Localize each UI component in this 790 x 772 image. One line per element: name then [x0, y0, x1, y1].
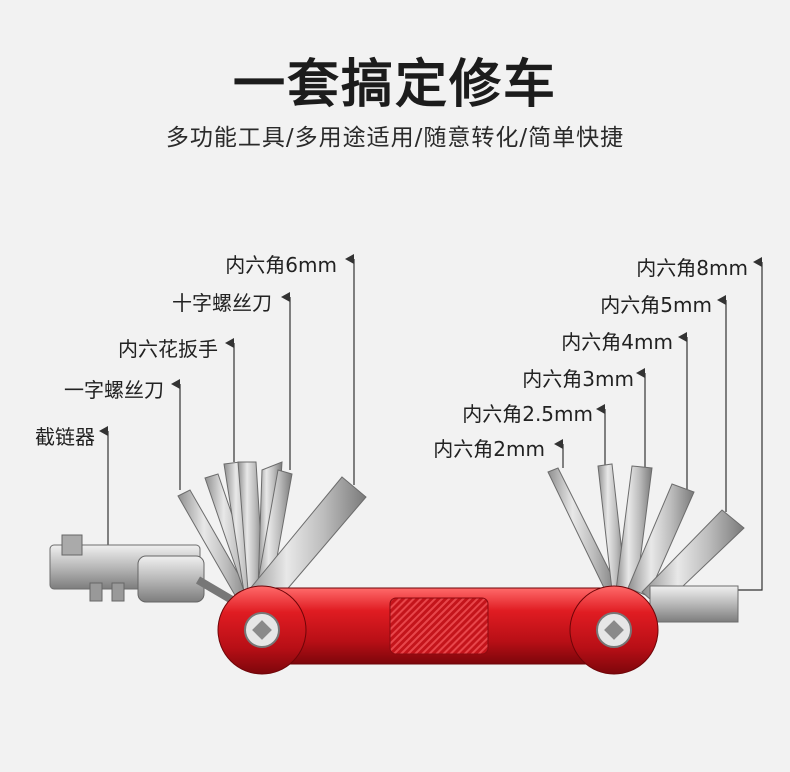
page-title: 一套搞定修车	[232, 55, 557, 115]
label-hex-6mm: 内六角6mm	[225, 253, 337, 277]
label-torx-wrench: 内六花扳手	[118, 337, 218, 361]
label-hex-5mm: 内六角5mm	[600, 293, 712, 317]
label-hex-8mm: 内六角8mm	[636, 256, 748, 280]
label-flat-screwdriver: 一字螺丝刀	[64, 378, 164, 402]
chain-breaker-tool	[49, 534, 235, 604]
page-subtitle: 多功能工具/多用途适用/随意转化/简单快捷	[165, 125, 625, 151]
label-phillips-screwdriver: 十字螺丝刀	[172, 291, 272, 315]
label-hex-2mm: 内六角2mm	[433, 437, 545, 461]
label-chain-breaker: 截链器	[35, 425, 95, 449]
right-leader-lines	[562, 262, 763, 591]
knurled-grip	[389, 597, 489, 655]
hex-8mm-bit	[649, 585, 739, 623]
right-leader-arrows	[554, 257, 762, 449]
left-leader-lines	[107, 259, 355, 548]
left-leader-arrows	[99, 254, 354, 436]
left-bits	[177, 461, 367, 615]
red-body	[217, 585, 659, 675]
label-hex-4mm: 内六角4mm	[561, 330, 673, 354]
leader-hex-8mm	[738, 262, 763, 591]
label-hex-3mm: 内六角3mm	[522, 367, 634, 391]
label-hex-2-5mm: 内六角2.5mm	[462, 402, 593, 426]
